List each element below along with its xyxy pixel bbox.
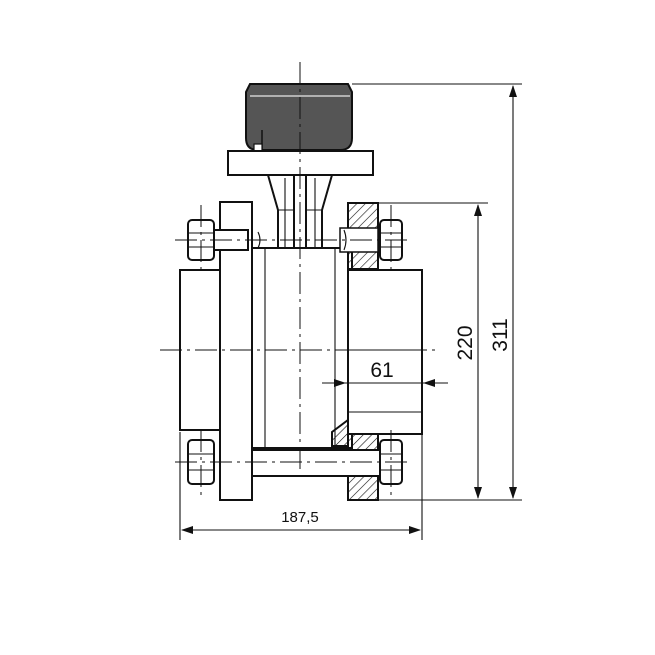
- dim-insertion: 61: [322, 359, 448, 387]
- right-pipe-end: [347, 269, 423, 435]
- dim-label-220: 220: [454, 325, 477, 360]
- dim-label-61: 61: [370, 359, 393, 382]
- dim-label-311: 311: [489, 318, 512, 351]
- bottom-bolt: [187, 439, 403, 485]
- valve-body: [251, 247, 353, 449]
- dim-overall-length: 187,5: [179, 432, 423, 540]
- top-bolt: [187, 219, 403, 261]
- dim-overall-height: 311: [352, 83, 522, 501]
- dim-label-187-5: 187,5: [281, 509, 319, 526]
- actuator-head: [245, 83, 353, 153]
- dim-flange-height: 220: [378, 202, 488, 499]
- center-lines: [160, 62, 440, 500]
